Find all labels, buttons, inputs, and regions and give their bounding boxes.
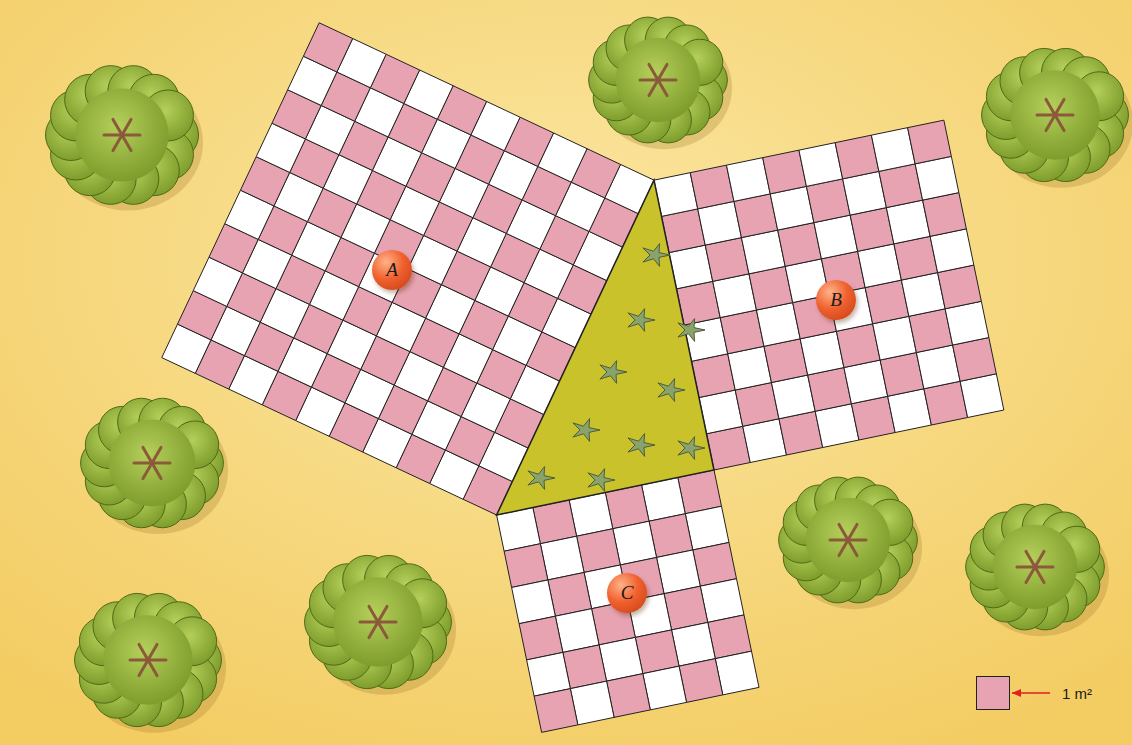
square-letter: C: [621, 582, 634, 604]
bush: [982, 48, 1132, 187]
plant: [588, 469, 615, 492]
planted-triangle: [497, 180, 714, 515]
square-letter: A: [386, 259, 398, 281]
plant: [628, 309, 655, 332]
tile-square: [654, 120, 1004, 470]
bush: [75, 593, 226, 732]
legend-arrow: [1012, 689, 1050, 697]
plant: [628, 434, 655, 457]
plant: [678, 319, 705, 342]
label-ball: C: [607, 573, 647, 613]
legend-swatch: [976, 676, 1010, 710]
legend: 1 m²: [976, 676, 1092, 710]
plant: [678, 437, 705, 460]
bush: [81, 398, 228, 534]
bush: [779, 477, 922, 609]
label-ball: B: [816, 280, 856, 320]
plant: [573, 419, 600, 442]
plant: [658, 379, 685, 402]
bush: [589, 17, 732, 149]
plant: [528, 467, 555, 490]
tiled-squares: [162, 23, 1004, 733]
label-ball: A: [372, 250, 412, 290]
plant: [600, 361, 627, 384]
bush: [46, 66, 204, 211]
bush: [966, 504, 1109, 636]
plant: [643, 244, 670, 267]
tile-square: [497, 470, 759, 732]
square-letter: B: [830, 289, 842, 311]
bush: [305, 555, 456, 694]
bushes: [46, 17, 1132, 733]
legend-text: 1 m²: [1062, 685, 1092, 702]
